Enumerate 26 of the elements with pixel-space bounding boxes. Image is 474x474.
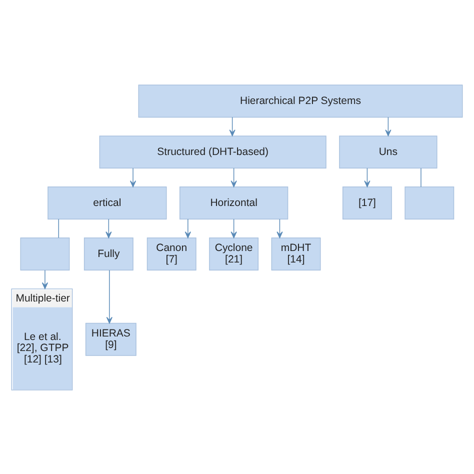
arrow <box>106 269 112 324</box>
node-box: Hierarchical P2P Systems <box>138 84 463 118</box>
arrow <box>276 218 283 238</box>
arrow <box>184 218 191 238</box>
node-box <box>404 186 454 220</box>
arrow <box>385 116 392 136</box>
arrow <box>229 116 236 136</box>
arrow <box>130 167 136 187</box>
node-box: Cyclone [21] <box>209 237 259 270</box>
arrow <box>364 167 370 187</box>
node-box: Uns <box>339 135 438 168</box>
arrow <box>42 269 48 289</box>
node-box: Fully <box>84 237 134 270</box>
node-box: Canon [7] <box>146 237 196 270</box>
connector <box>420 167 422 187</box>
node-box: mDHT [14] <box>271 237 321 270</box>
arrow <box>230 218 237 238</box>
node-box: Horizontal <box>179 186 288 220</box>
node-box: ertical <box>48 186 167 220</box>
node-box: HIERAS [9] <box>85 322 136 356</box>
arrow <box>230 167 237 187</box>
connector <box>58 218 60 238</box>
node-box <box>20 237 70 270</box>
node-box: [17] <box>342 186 392 220</box>
arrow <box>106 218 112 238</box>
node-box: Structured (DHT-based) <box>99 135 326 168</box>
